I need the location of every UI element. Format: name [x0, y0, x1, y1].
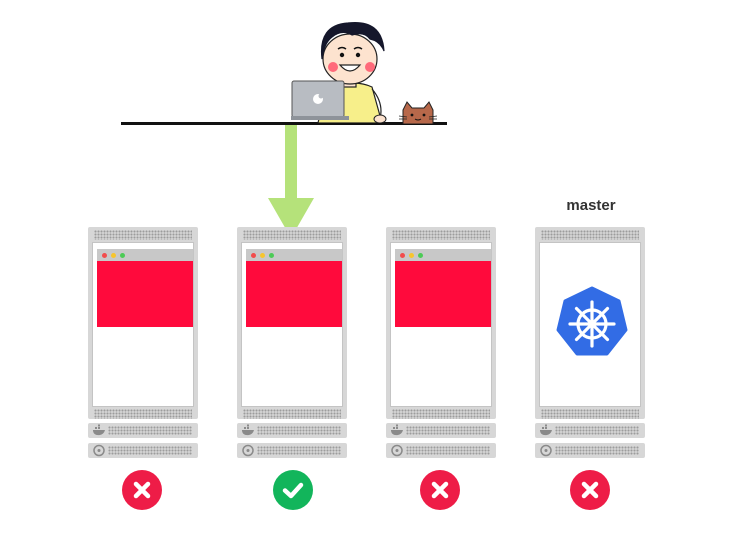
disk-icon	[391, 444, 403, 457]
node-screen	[390, 242, 492, 407]
master-node	[535, 227, 645, 459]
app-window	[97, 249, 193, 327]
unit-vent	[406, 426, 490, 435]
maximize-dot-icon	[269, 253, 274, 258]
app-content	[395, 261, 491, 327]
x-mark-icon	[581, 481, 599, 499]
docker-whale-icon	[540, 424, 552, 436]
unit-vent	[108, 446, 192, 455]
docker-whale-icon	[242, 424, 254, 436]
minimize-dot-icon	[111, 253, 116, 258]
maximize-dot-icon	[120, 253, 125, 258]
app-content	[246, 261, 342, 327]
deploy-arrow	[268, 125, 314, 238]
vent-top	[392, 230, 490, 240]
desk-surface	[121, 122, 447, 125]
app-window	[395, 249, 491, 327]
vent-bottom	[392, 409, 490, 419]
worker-node-3	[386, 227, 496, 459]
docker-unit	[88, 423, 198, 438]
disk-icon	[540, 444, 552, 457]
disk-unit	[386, 443, 496, 458]
disk-unit	[88, 443, 198, 458]
node-screen	[539, 242, 641, 407]
x-mark-icon	[431, 481, 449, 499]
disk-icon	[93, 444, 105, 457]
close-dot-icon	[102, 253, 107, 258]
maximize-dot-icon	[418, 253, 423, 258]
docker-whale-icon	[391, 424, 403, 436]
kubernetes-logo-icon	[556, 286, 628, 356]
worker-node-2	[237, 227, 347, 459]
minimize-dot-icon	[260, 253, 265, 258]
x-mark-icon	[133, 481, 151, 499]
docker-whale-icon	[93, 424, 105, 436]
unit-vent	[108, 426, 192, 435]
docker-unit	[386, 423, 496, 438]
vent-bottom	[541, 409, 639, 419]
disk-unit	[535, 443, 645, 458]
close-dot-icon	[400, 253, 405, 258]
unit-vent	[555, 426, 639, 435]
worker-node-1	[88, 227, 198, 459]
docker-unit	[237, 423, 347, 438]
close-dot-icon	[251, 253, 256, 258]
vent-top	[541, 230, 639, 240]
status-fail-badge-node-1	[122, 470, 162, 510]
unit-vent	[555, 446, 639, 455]
disk-icon	[242, 444, 254, 457]
status-fail-badge-master	[570, 470, 610, 510]
vent-top	[94, 230, 192, 240]
window-titlebar	[395, 249, 491, 261]
check-mark-icon	[282, 482, 304, 499]
vent-top	[243, 230, 341, 240]
laptop-illustration	[291, 80, 349, 120]
window-titlebar	[97, 249, 193, 261]
unit-vent	[406, 446, 490, 455]
master-label: master	[566, 197, 616, 214]
app-content	[97, 261, 193, 327]
disk-unit	[237, 443, 347, 458]
minimize-dot-icon	[409, 253, 414, 258]
docker-unit	[535, 423, 645, 438]
node-screen	[241, 242, 343, 407]
unit-vent	[257, 446, 341, 455]
cat-illustration	[398, 101, 438, 124]
window-titlebar	[246, 249, 342, 261]
node-screen	[92, 242, 194, 407]
vent-bottom	[243, 409, 341, 419]
vent-bottom	[94, 409, 192, 419]
unit-vent	[257, 426, 341, 435]
app-window	[246, 249, 342, 327]
status-ok-badge-node-2	[273, 470, 313, 510]
status-fail-badge-node-3	[420, 470, 460, 510]
